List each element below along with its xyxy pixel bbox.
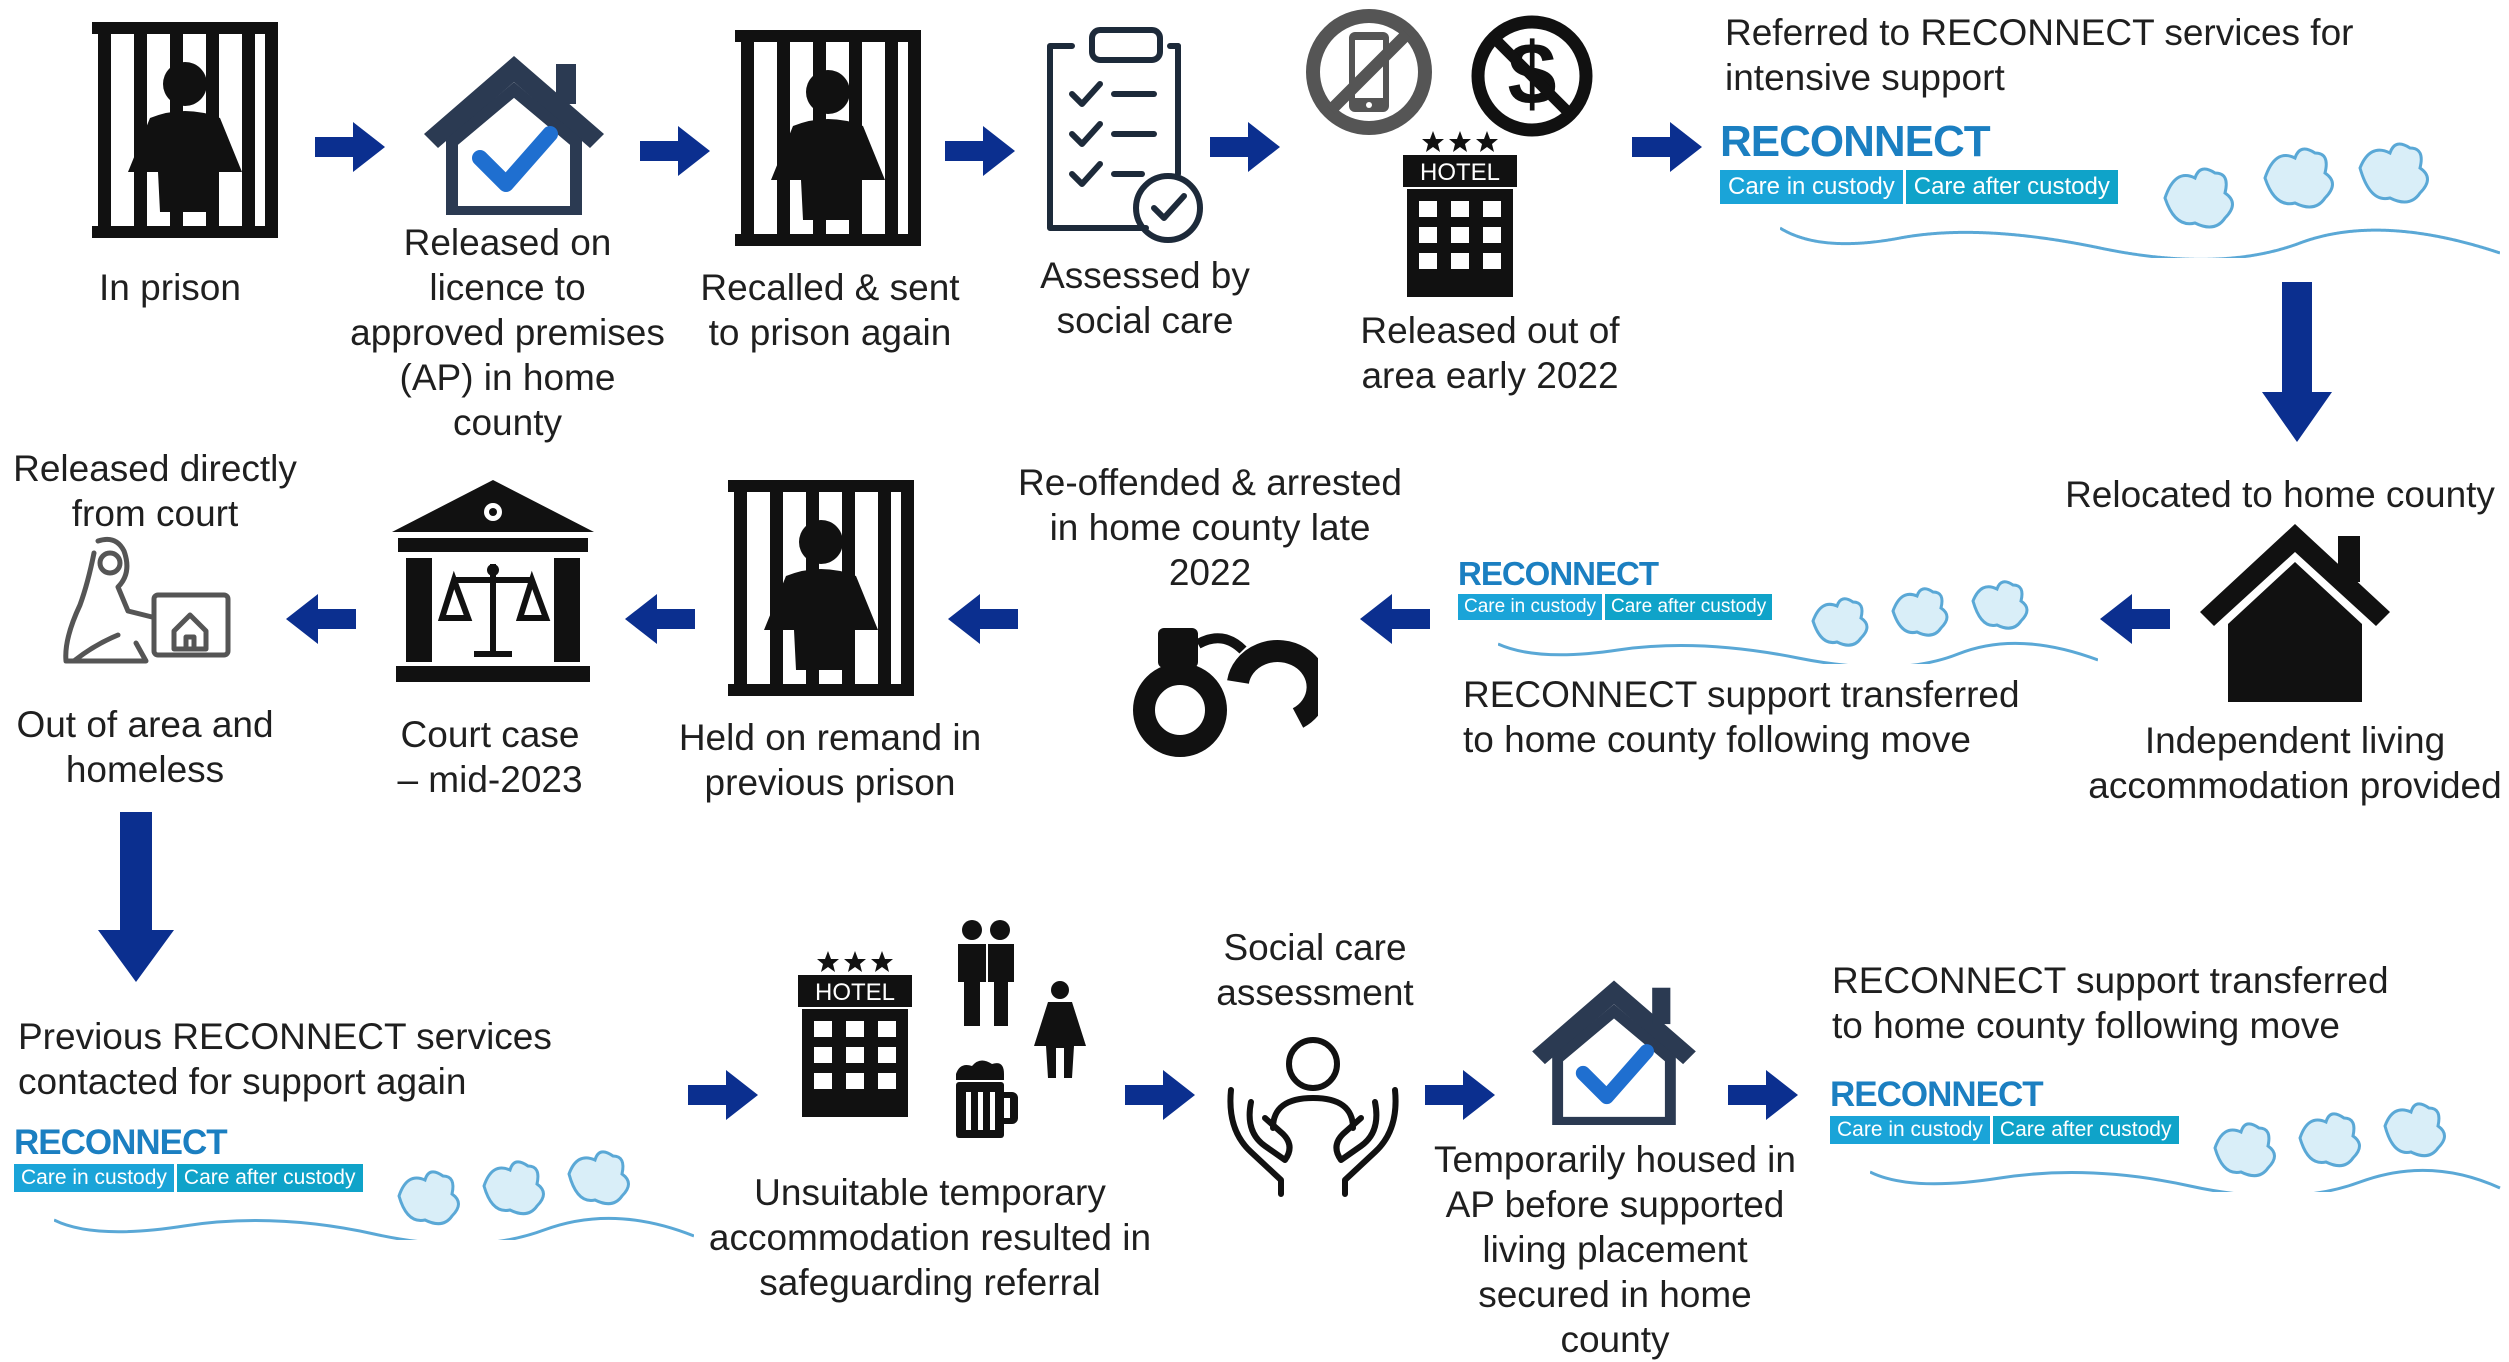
house-check-icon <box>424 56 604 215</box>
step-reoffended: Re-offended & arrested in home county la… <box>1018 462 1402 593</box>
reconnect-logo: RECONNECT Care in custody Care after cus… <box>1830 1076 2505 1196</box>
prison-bars-icon <box>728 480 914 696</box>
no-phone-icon <box>1306 9 1432 135</box>
woman-icon <box>1034 981 1086 1078</box>
arrow-right <box>945 126 1015 176</box>
step-released-licence: Released on licence to approved premises… <box>350 222 665 443</box>
house-icon <box>2200 524 2390 702</box>
courthouse-icon <box>392 480 594 682</box>
swirl-line <box>1780 226 2500 258</box>
step-relocated: Relocated to home county <box>2065 474 2495 515</box>
arrow-down <box>2262 282 2332 442</box>
step-released-out-area: Released out of area early 2022 <box>1360 310 1620 396</box>
puzzle-pieces-icon <box>1811 580 2029 647</box>
step-independent: Independent living accommodation provide… <box>2088 720 2502 806</box>
reconnect-logo: RECONNECT Care in custody Care after cus… <box>1720 118 2500 258</box>
couple-icon <box>958 920 1014 1026</box>
homeless-person-icon <box>63 536 231 664</box>
step-court: Court case – mid-2023 <box>397 714 583 800</box>
step-in-prison: In prison <box>99 267 241 308</box>
clipboard-check-icon <box>1047 27 1203 243</box>
step-previous-reconnect: Previous RECONNECT services contacted fo… <box>18 1016 552 1102</box>
arrow-left <box>286 594 356 644</box>
puzzle-pieces-icon <box>397 1150 630 1226</box>
arrow-right <box>1728 1070 1798 1120</box>
step-remand: Held on remand in previous prison <box>678 717 982 803</box>
swirl-line <box>54 1216 694 1240</box>
arrow-down <box>98 812 174 982</box>
prison-bars-icon <box>735 30 921 246</box>
step-referred: Referred to RECONNECT services for inten… <box>1725 12 2354 98</box>
arrow-right <box>1210 122 1280 172</box>
hotel-icon: HOTEL <box>1403 131 1517 297</box>
reconnect-logo: RECONNECT Care in custody Care after cus… <box>14 1124 694 1244</box>
arrow-right <box>640 126 710 176</box>
arrow-left <box>1360 594 1430 644</box>
step-homeless: Out of area and homeless <box>16 704 274 790</box>
step-released-court: Released directly from court <box>13 448 297 534</box>
care-hands-icon <box>1227 1037 1399 1197</box>
arrow-right <box>688 1070 758 1120</box>
hotel-sign: HOTEL <box>815 979 895 1006</box>
handcuffs-icon <box>1133 628 1318 757</box>
arrow-right <box>1425 1070 1495 1120</box>
arrow-right <box>1125 1070 1195 1120</box>
puzzle-pieces-icon <box>2163 142 2429 229</box>
beer-icon <box>956 1060 1018 1138</box>
arrow-left <box>2100 594 2170 644</box>
swirl-line <box>1870 1168 2501 1192</box>
house-check-icon <box>1532 980 1696 1125</box>
no-money-icon: $ <box>1471 15 1593 137</box>
arrow-left <box>625 594 695 644</box>
step-transferred-1: RECONNECT support transferred to home co… <box>1463 674 2020 760</box>
reconnect-logo: RECONNECT Care in custody Care after cus… <box>1458 556 2098 666</box>
puzzle-pieces-icon <box>2213 1102 2446 1178</box>
step-transferred-2: RECONNECT support transferred to home co… <box>1832 960 2389 1046</box>
step-temporarily-housed: Temporarily housed in AP before supporte… <box>1434 1139 1796 1360</box>
hotel-sign: HOTEL <box>1420 159 1500 186</box>
arrow-left <box>948 594 1018 644</box>
step-social-assessment: Social care assessment <box>1216 927 1414 1013</box>
step-recalled: Recalled & sent to prison again <box>700 267 960 353</box>
step-assessed: Assessed by social care <box>1040 255 1250 341</box>
arrow-right <box>1632 122 1702 172</box>
arrow-right <box>315 122 385 172</box>
prison-bars-icon <box>92 22 278 238</box>
step-unsuitable: Unsuitable temporary accommodation resul… <box>708 1172 1152 1303</box>
hotel-icon: HOTEL <box>798 951 912 1117</box>
swirl-line <box>1498 641 2098 664</box>
